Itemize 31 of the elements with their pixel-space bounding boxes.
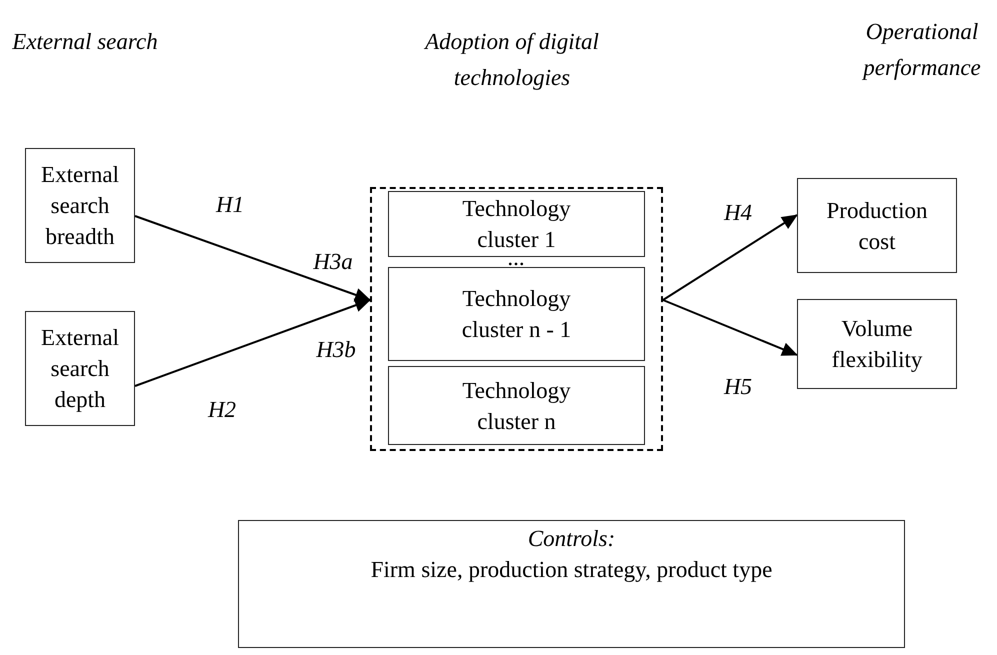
- column-heading: Adoption of digital technologies: [422, 28, 600, 92]
- arrow: [662, 299, 798, 356]
- arrow: [134, 215, 371, 302]
- arrow: [662, 214, 798, 301]
- process-box: [238, 520, 905, 648]
- box-text: Firm size, production strategy, product type: [370, 556, 772, 584]
- box-text: Technology cluster 1: [461, 195, 572, 254]
- process-box: [797, 299, 957, 389]
- hypothesis-label: H3a: [313, 248, 353, 276]
- box-text: Technology cluster n: [461, 376, 572, 436]
- process-box: [25, 311, 135, 426]
- process-box: [388, 267, 645, 361]
- process-box: [25, 148, 135, 263]
- process-box: [797, 178, 957, 273]
- box-text: Production cost: [826, 196, 928, 256]
- hypothesis-label: H3b: [316, 336, 356, 364]
- process-box: [388, 191, 645, 257]
- arrow: [134, 298, 371, 387]
- column-heading: External search: [12, 28, 158, 56]
- box-text: External search depth: [40, 324, 120, 414]
- dashed-group-box: [370, 187, 663, 451]
- box-text: Technology cluster n - 1: [460, 285, 572, 344]
- process-box: [388, 366, 645, 445]
- edge-label: H2: [208, 396, 236, 424]
- edge-label: H5: [724, 373, 752, 401]
- edge-label: H1: [216, 191, 244, 219]
- edge-label: H4: [724, 199, 752, 227]
- box-heading: Controls:: [528, 525, 616, 553]
- box-text: Volume flexibility: [830, 315, 924, 374]
- column-heading: Operational performance: [861, 18, 982, 82]
- box-text: External search breadth: [40, 161, 120, 251]
